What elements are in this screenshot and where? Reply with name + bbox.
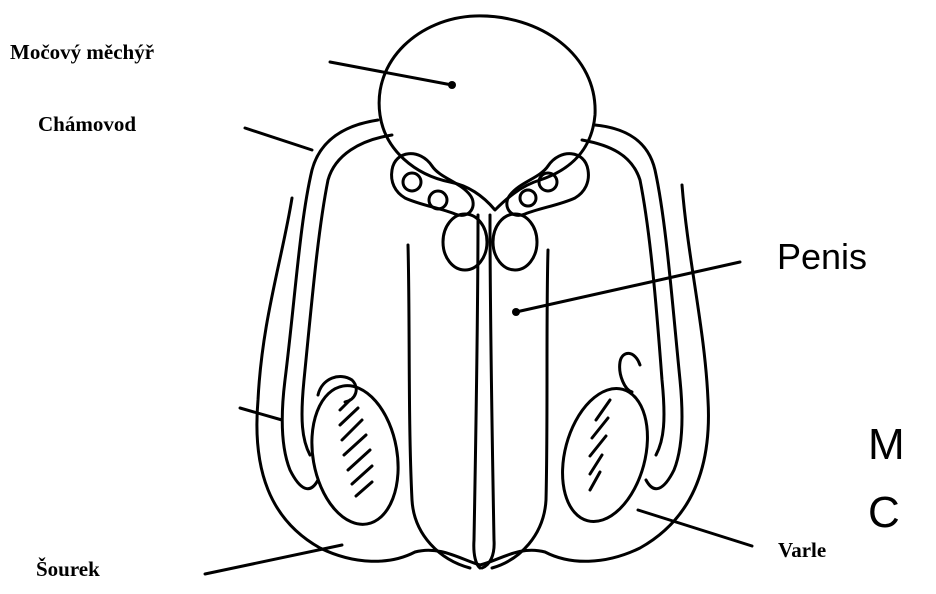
vesicle-small-2 — [429, 191, 447, 209]
scrotum-outline-left — [257, 198, 480, 565]
penis-shaft-right — [492, 250, 548, 568]
epididymis-right — [620, 353, 640, 392]
testis-right — [549, 379, 661, 531]
pointer-scrotum — [205, 545, 342, 574]
seminal-vesicle-right — [507, 154, 589, 216]
prostate-right-lobe — [493, 214, 537, 270]
partial-text-line-2: C — [868, 488, 900, 538]
testis-left — [301, 379, 408, 531]
vesicle-small-4 — [520, 190, 536, 206]
bladder-outline — [379, 16, 595, 210]
label-vas-deferens: Chámovod — [38, 112, 136, 137]
scrotum-outline-right — [480, 185, 708, 565]
pointer-vas-deferens — [245, 128, 312, 150]
pointer-testis — [638, 510, 752, 546]
dot-penis — [512, 308, 520, 316]
pointer-epididymis — [240, 408, 282, 420]
pointer-bladder — [330, 62, 452, 85]
label-penis: Penis — [777, 236, 867, 278]
label-testis: Varle — [778, 538, 826, 563]
vas-deferens-right-inner — [582, 140, 664, 455]
label-bladder: Močový měchýř — [10, 40, 154, 65]
pointer-penis — [516, 262, 740, 312]
partial-text-line-1: M — [868, 420, 905, 470]
testis-left-hatching — [340, 400, 372, 496]
vesicle-small-1 — [403, 173, 421, 191]
urethra-right — [482, 215, 494, 568]
penis-shaft-left — [408, 245, 470, 568]
testis-right-hatching — [590, 400, 610, 490]
label-scrotum: Šourek — [36, 557, 100, 582]
dot-bladder — [448, 81, 456, 89]
prostate-left-lobe — [443, 214, 487, 270]
